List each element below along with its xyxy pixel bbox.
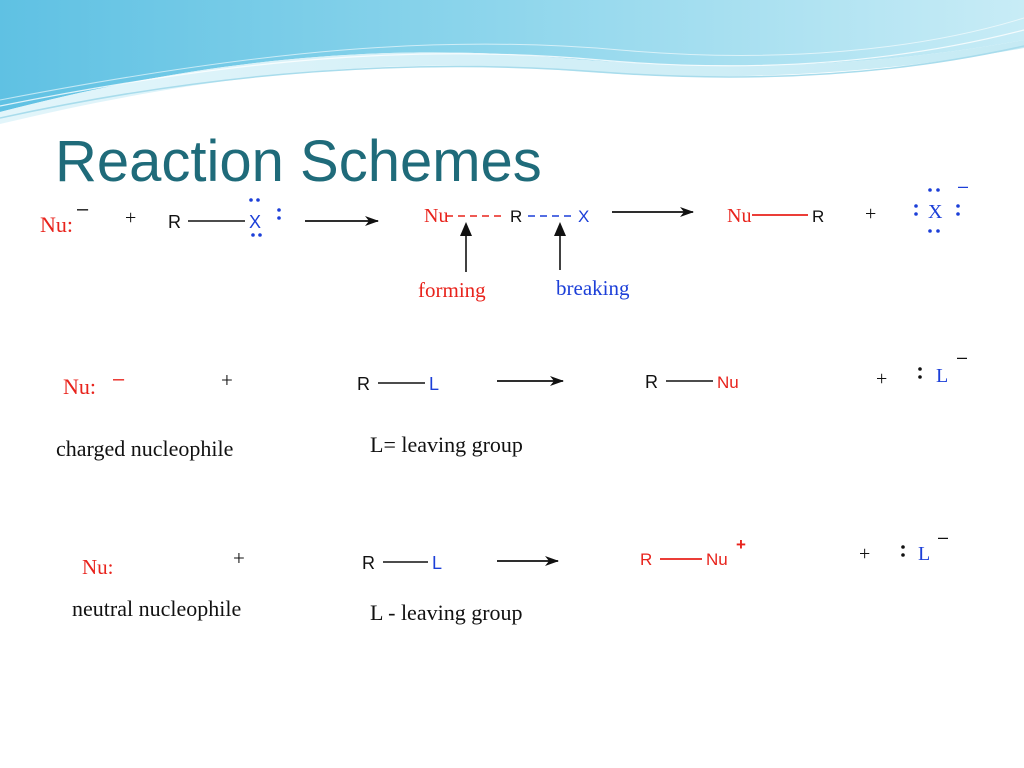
s1-forming-label: forming [418,278,486,302]
slide-title: Reaction Schemes [55,129,542,194]
s1-ts-x: X [578,207,589,226]
s1-substrate-x: X [249,212,261,232]
s2-caption-leaving-group: L= leaving group [370,432,523,457]
s1-leaving-x-lone-pairs [914,188,960,233]
s2-leaving-l-lone-pair [918,367,922,379]
scheme-2-charged-nucleophile: Nu: – + R L R Nu + L – charged nucleophi… [56,347,967,461]
s1-ts-nu: Nu [424,205,448,227]
s1-product-plus: + [865,203,876,225]
s3-substrate-r: R [362,553,375,573]
s1-plus-sign: + [125,207,136,229]
s1-product-nu: Nu [727,205,751,227]
s2-caption-nucleophile: charged nucleophile [56,436,233,461]
s1-substrate-r: R [168,212,181,232]
s2-leaving-l: L [936,365,948,387]
s2-leaving-l-charge: – [957,347,967,367]
s1-x-lone-pairs [249,198,281,237]
scheme-1-general: Nu: – + R X Nu R X forming breaking [40,176,968,302]
s2-product-nu: Nu [717,373,739,392]
s1-forming-pointer-head [460,222,472,236]
s3-product-r: R [640,550,652,569]
s1-nucleophile-charge: – [77,198,89,220]
s3-plus-sign: + [233,546,245,570]
s2-substrate-l: L [429,374,439,394]
scheme-3-neutral-nucleophile: Nu: + R L R Nu + + L – neutral nucleophi… [72,527,948,625]
s3-product-nu: Nu [706,550,728,569]
s3-leaving-l-charge: – [938,527,948,547]
s3-nucleophile: Nu: [82,555,114,579]
s2-substrate-r: R [357,374,370,394]
s2-product-plus: + [876,368,887,390]
s2-product-r: R [645,372,658,392]
s3-leaving-l: L [918,543,930,565]
s1-breaking-pointer-head [554,222,566,236]
s3-caption-leaving-group: L - leaving group [370,600,523,625]
s2-nucleophile-charge: – [113,368,125,390]
s1-leaving-x-charge: – [958,176,968,196]
s3-caption-nucleophile: neutral nucleophile [72,596,241,621]
s1-leaving-x: X [928,201,943,223]
s3-product-plus: + [859,543,870,565]
s1-nucleophile: Nu: [40,212,73,237]
header-wave-decoration [0,0,1024,124]
s3-leaving-l-lone-pair [901,545,905,557]
s3-product-charge: + [736,535,746,554]
s3-substrate-l: L [432,553,442,573]
s1-ts-r: R [510,207,522,226]
s1-product-r: R [812,207,824,226]
s1-breaking-label: breaking [556,276,630,300]
s2-nucleophile: Nu: [63,374,96,399]
s2-plus-sign: + [221,368,233,392]
